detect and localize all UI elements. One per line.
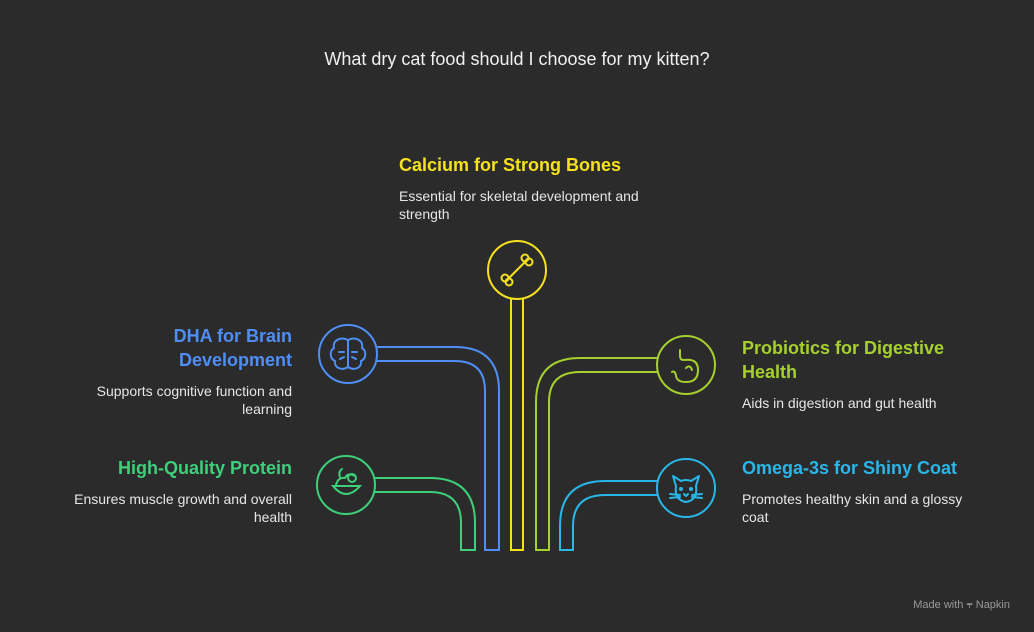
stomach-icon — [671, 349, 700, 384]
item-description: Aids in digestion and gut health — [742, 395, 937, 411]
item-description: Supports cognitive function and learning — [96, 383, 292, 417]
connector-protein — [375, 477, 476, 551]
made-with-text: Made with — [913, 599, 964, 611]
item-description: Essential for skeletal development and s… — [399, 188, 639, 222]
item-heading: Calcium for Strong Bones — [399, 155, 622, 175]
page-title: What dry cat food should I choose for my… — [324, 49, 710, 69]
food-bowl-icon — [330, 468, 363, 495]
brand-text: Napkin — [975, 599, 1010, 611]
item-description: Ensures muscle growth and overall health — [74, 491, 292, 525]
connector-dha — [377, 346, 500, 551]
item-probiotics: Probiotics for Digestive Health Aids in … — [742, 336, 982, 412]
connector-omega — [559, 480, 657, 551]
connector-calcium — [510, 299, 524, 551]
item-heading: Omega-3s for Shiny Coat — [742, 458, 958, 478]
napkin-logo-icon: ⫧ — [966, 599, 973, 611]
brain-icon — [329, 337, 367, 370]
footer-attribution: Made with ⫧ Napkin — [913, 599, 1010, 612]
item-calcium: Calcium for Strong Bones Essential for s… — [399, 153, 639, 223]
node-probiotics — [656, 335, 716, 395]
item-protein: High-Quality Protein Ensures muscle grow… — [52, 456, 292, 526]
item-description: Promotes healthy skin and a glossy coat — [742, 491, 963, 525]
node-omega — [656, 458, 716, 518]
item-heading: DHA for Brain Development — [173, 326, 292, 370]
item-dha: DHA for Brain Development Supports cogni… — [62, 324, 292, 418]
cat-icon — [669, 475, 703, 503]
bone-icon — [500, 253, 534, 287]
item-omega: Omega-3s for Shiny Coat Promotes healthy… — [742, 456, 992, 526]
item-heading: High-Quality Protein — [117, 458, 292, 478]
item-heading: Probiotics for Digestive Health — [742, 338, 945, 382]
connector-probiotics — [535, 357, 657, 551]
